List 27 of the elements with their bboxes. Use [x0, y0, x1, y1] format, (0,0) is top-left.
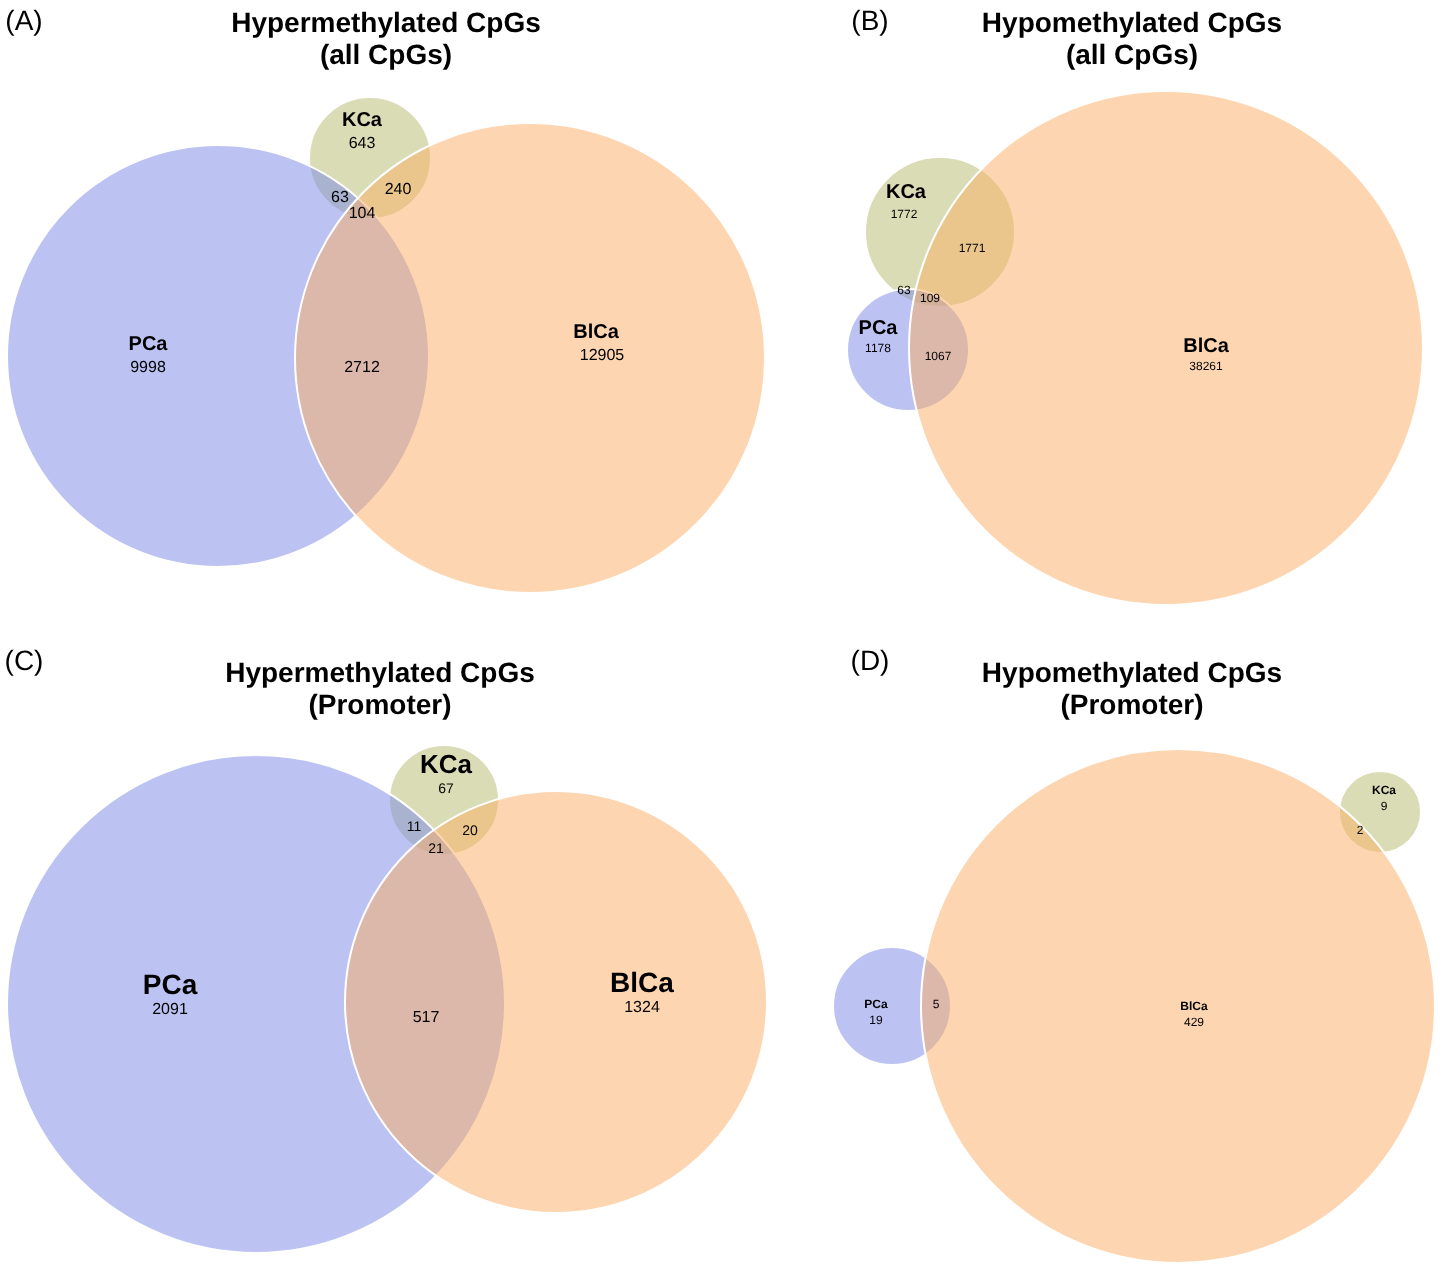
set-name: PCa — [858, 320, 898, 340]
panel-label: (C) — [4, 646, 44, 674]
panel-label: (D) — [850, 646, 890, 674]
count-label: 1324 — [624, 1000, 660, 1016]
panel-label: (B) — [851, 6, 889, 34]
set-name: PCa — [142, 970, 198, 998]
overlap-count: 104 — [348, 206, 376, 222]
overlap-count: 2712 — [344, 360, 380, 376]
chart-title: Hypermethylated CpGs (all CpGs) — [229, 5, 543, 71]
count-label: 643 — [348, 136, 376, 152]
chart-title: Hypermethylated CpGs (Promoter) — [223, 655, 537, 721]
set-name: PCa — [128, 336, 168, 356]
set-name: KCa — [420, 751, 472, 777]
chart-title: Hypomethylated CpGs (Promoter) — [979, 655, 1285, 721]
count-label: 12905 — [579, 348, 625, 364]
set-name: BlCa — [1183, 338, 1229, 358]
set-name: BlCa — [573, 324, 619, 344]
set-name: KCa — [886, 184, 926, 204]
panel-label: (A) — [5, 6, 43, 34]
set-name: KCa — [342, 112, 382, 132]
count-label: 2091 — [152, 1002, 188, 1018]
overlap-count: 240 — [384, 182, 412, 198]
count-label: 9998 — [130, 360, 166, 376]
set-name: BlCa — [610, 968, 674, 996]
overlap-count: 63 — [331, 190, 349, 206]
chart-title: Hypomethylated CpGs (all CpGs) — [979, 5, 1285, 71]
overlap-count: 517 — [412, 1010, 440, 1026]
